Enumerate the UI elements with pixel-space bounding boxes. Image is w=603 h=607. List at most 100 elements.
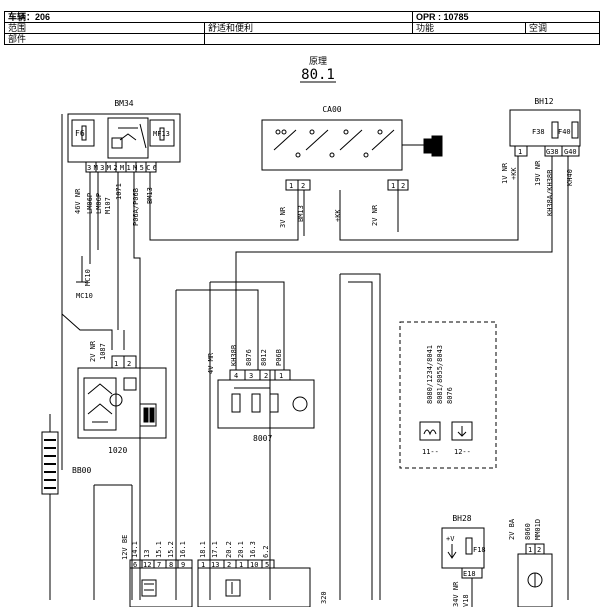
part-value xyxy=(204,33,600,45)
options-11: 11-- xyxy=(422,448,439,456)
bm34-pins: 3M3M2M1M5C6 xyxy=(87,164,157,172)
lm-wire-3: 20.1 xyxy=(237,541,245,558)
m8007-wire-kh38b: KH38B xyxy=(230,345,238,366)
bm34-label: BM34 xyxy=(114,99,133,108)
ca00-wire-bm13: BM13 xyxy=(297,205,305,222)
mc10-label-vertical: MC10 xyxy=(84,269,92,286)
m8060-wire2: MM01D xyxy=(534,519,542,540)
bh28-label: BH28 xyxy=(452,514,471,523)
header-row-part: 部件 xyxy=(4,33,600,45)
ll-wire-2: 15.1 xyxy=(155,541,163,558)
mc10-label: MC10 xyxy=(76,292,93,300)
m8007-pin3: 3 xyxy=(249,372,253,380)
bh12-conn2: 19V NR xyxy=(534,160,542,186)
ca00-label: CA00 xyxy=(322,105,341,114)
wires xyxy=(49,114,569,600)
relay-1020-pin1: 1 xyxy=(114,360,118,368)
bh28-wire: V18 xyxy=(462,594,470,607)
bh12-wire-kh40: KH40 xyxy=(566,169,574,186)
lm-wire-5: 6.2 xyxy=(262,545,270,558)
relay-1020-pin2: 2 xyxy=(127,360,131,368)
m8060-pin1: 1 xyxy=(528,546,532,554)
lm-wire-4: 16.3 xyxy=(249,541,257,558)
lm-pin-4: 10 xyxy=(250,561,258,569)
bm34-mf13-label: MF13 xyxy=(153,130,170,138)
part-label: 部件 xyxy=(4,33,205,45)
bh12-conn1: 1V NR xyxy=(501,162,509,184)
bm34-unit xyxy=(67,113,181,173)
bb00-battery xyxy=(41,431,59,495)
ll-pin-4: 9 xyxy=(181,561,185,569)
ca00-pin-2: 2 xyxy=(301,182,305,190)
ca00-pin2-1: 1 xyxy=(391,182,395,190)
options-line1: 8080/1234/8041 xyxy=(426,345,434,404)
bh28-unit xyxy=(441,527,485,607)
m8007-pin2: 2 xyxy=(264,372,268,380)
bm34-f6-label: F6 xyxy=(75,129,85,138)
lm-wire-0: 18.1 xyxy=(199,541,207,558)
ll-pin-1: 12 xyxy=(143,561,151,569)
ll-wire-0: 14.1 xyxy=(131,541,139,558)
bh12-f38: F38 xyxy=(532,128,545,136)
bm34-wire-1071: 1071 xyxy=(115,183,123,200)
ll-pin-2: 7 xyxy=(157,561,161,569)
bh12-f40: F40 xyxy=(558,128,571,136)
lm-wire-2: 20.2 xyxy=(225,541,233,558)
ca00-conn1-label: 3V NR xyxy=(279,206,287,228)
bh12-g38: G38 xyxy=(546,148,559,156)
m8007-pin1: 1 xyxy=(279,372,283,380)
ca00-pin-1: 1 xyxy=(289,182,293,190)
options-line2: 8081/8055/8043 xyxy=(436,345,444,404)
principle-label: 原理 xyxy=(309,56,327,67)
m8007-conn: 4V MR xyxy=(207,352,215,374)
ll-wire-4: 16.1 xyxy=(179,541,187,558)
lm-pin-2: 2 xyxy=(227,561,231,569)
m8060-pin2: 2 xyxy=(537,546,541,554)
bh12-wire-kh38: KH38A/KH38B xyxy=(546,170,554,216)
ll-pin-0: 6 xyxy=(133,561,137,569)
ca00-wire-kk: +KK xyxy=(334,209,342,222)
m8007-label: 8007 xyxy=(253,434,272,443)
header-table: 车辆：206 OPR : 10785 范围 舒适和便利 功能 空调 部件 xyxy=(4,11,600,45)
bh12-label: BH12 xyxy=(534,97,553,106)
lm-pin-5: 5 xyxy=(265,561,269,569)
ca00-pin2-2: 2 xyxy=(401,182,405,190)
ca00-switch xyxy=(261,119,443,191)
bh28-fuse: F18 xyxy=(473,546,486,554)
bm34-wire-labels: 46V NR LM06P LM06P M107 1071 P06A/P06B B… xyxy=(74,183,154,226)
options-line3: 8076 xyxy=(446,387,454,404)
module-8060 xyxy=(517,543,553,607)
lm-pin-0: 1 xyxy=(201,561,205,569)
relay-1020 xyxy=(77,355,167,439)
bh12-pin1: 1 xyxy=(518,148,522,156)
bm34-wire-m107: M107 xyxy=(104,197,112,214)
bh12-g40: G40 xyxy=(564,148,577,156)
m8007-pin4: 4 xyxy=(234,372,238,380)
bh12-wire-kk: +KK xyxy=(510,167,518,180)
lm-wire-320: 320 xyxy=(320,591,328,604)
lower-left-conn: 12V BE xyxy=(121,535,129,560)
bm34-wire-p06a: P06A/P06B xyxy=(132,188,140,226)
m8007-wire-p06b: P06B xyxy=(275,349,283,366)
m8007-wire-8012: 8012 xyxy=(260,349,268,366)
bh28-plus: +V xyxy=(446,535,455,543)
m8007-wire-8076: 8076 xyxy=(245,349,253,366)
bh28-conn: 34V NR xyxy=(452,581,460,607)
options-12: 12-- xyxy=(454,448,471,456)
lm-wire-1: 17.1 xyxy=(211,541,219,558)
lm-pin-1: 13 xyxy=(211,561,219,569)
ca00-conn2-label: 2V NR xyxy=(371,204,379,226)
lm-pin-3: 1 xyxy=(239,561,243,569)
ll-pin-3: 8 xyxy=(169,561,173,569)
bm34-wire-46vnr: 46V NR xyxy=(74,188,82,214)
module-8007 xyxy=(217,369,315,429)
m8060-conn: 2V BA xyxy=(508,518,516,540)
relay-1020-conn: 2V NR xyxy=(89,340,97,362)
options-box xyxy=(399,321,497,469)
ll-wire-3: 15.2 xyxy=(167,541,175,558)
bb00-label: BB00 xyxy=(72,466,91,475)
bh28-pin: E18 xyxy=(463,570,476,578)
relay-1020-wire: 1087 xyxy=(99,343,107,360)
bm34-wire-lm06p-b: LM06P xyxy=(95,193,103,214)
